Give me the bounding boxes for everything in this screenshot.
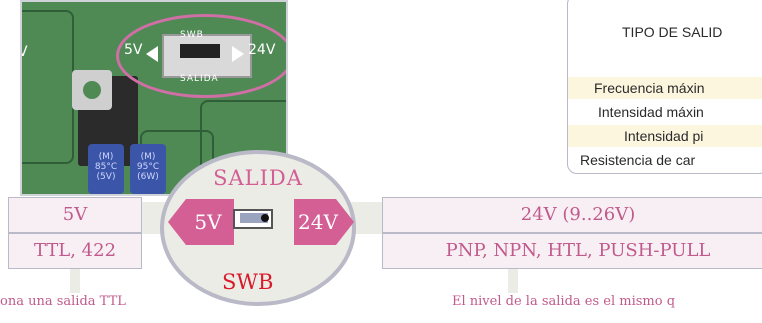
- board-trace: [200, 100, 288, 196]
- spec-row-max-frequency: Frecuencia máxin: [568, 77, 762, 99]
- capacitor-2: (M) 95°C (6W): [130, 144, 166, 194]
- spec-table: TIPO DE SALID Frecuencia máxin Intensida…: [567, 0, 762, 174]
- arrow-5v-icon: [168, 199, 234, 245]
- callout-24v-label: 24V: [298, 210, 338, 234]
- spec-row-blank: [568, 41, 762, 63]
- left-note-stem: [70, 269, 80, 293]
- spec-row-load-resistance: Resistencia de car: [580, 152, 696, 168]
- switch-highlight-oval: [116, 14, 288, 98]
- callout-title: SALIDA: [213, 166, 303, 190]
- right-note-stem: [508, 269, 518, 293]
- slide-switch-knob: [240, 213, 268, 223]
- spec-row-peak-current: Intensidad pi: [568, 125, 762, 147]
- photo-frame: [20, 0, 288, 196]
- arrow-24v-icon: [294, 199, 354, 245]
- left-voltage-cell: 5V: [8, 197, 142, 233]
- callout-5v-label: 5V: [194, 210, 222, 234]
- circuit-board-photo: (M) 85°C (5V) (M) 95°C (6W) V SWB SALIDA…: [20, 0, 288, 196]
- right-note: El nivel de la salida es el mismo q: [452, 294, 676, 309]
- left-types-cell: TTL, 422: [8, 233, 142, 269]
- switch-name: SWB: [222, 270, 274, 294]
- regulator-hole: [83, 81, 101, 99]
- spec-row-output-type: TIPO DE SALID: [622, 24, 723, 40]
- silk-label-left: V: [20, 44, 28, 60]
- spec-row-max-current: Intensidad máxin: [598, 104, 704, 120]
- right-types-cell: PNP, NPN, HTL, PUSH-PULL: [382, 233, 762, 269]
- capacitor-1: (M) 85°C (5V): [88, 144, 124, 194]
- right-voltage-cell: 24V (9..26V): [382, 197, 762, 233]
- slide-switch-dot: [261, 214, 269, 222]
- left-note: ona una salida TTL: [0, 294, 126, 309]
